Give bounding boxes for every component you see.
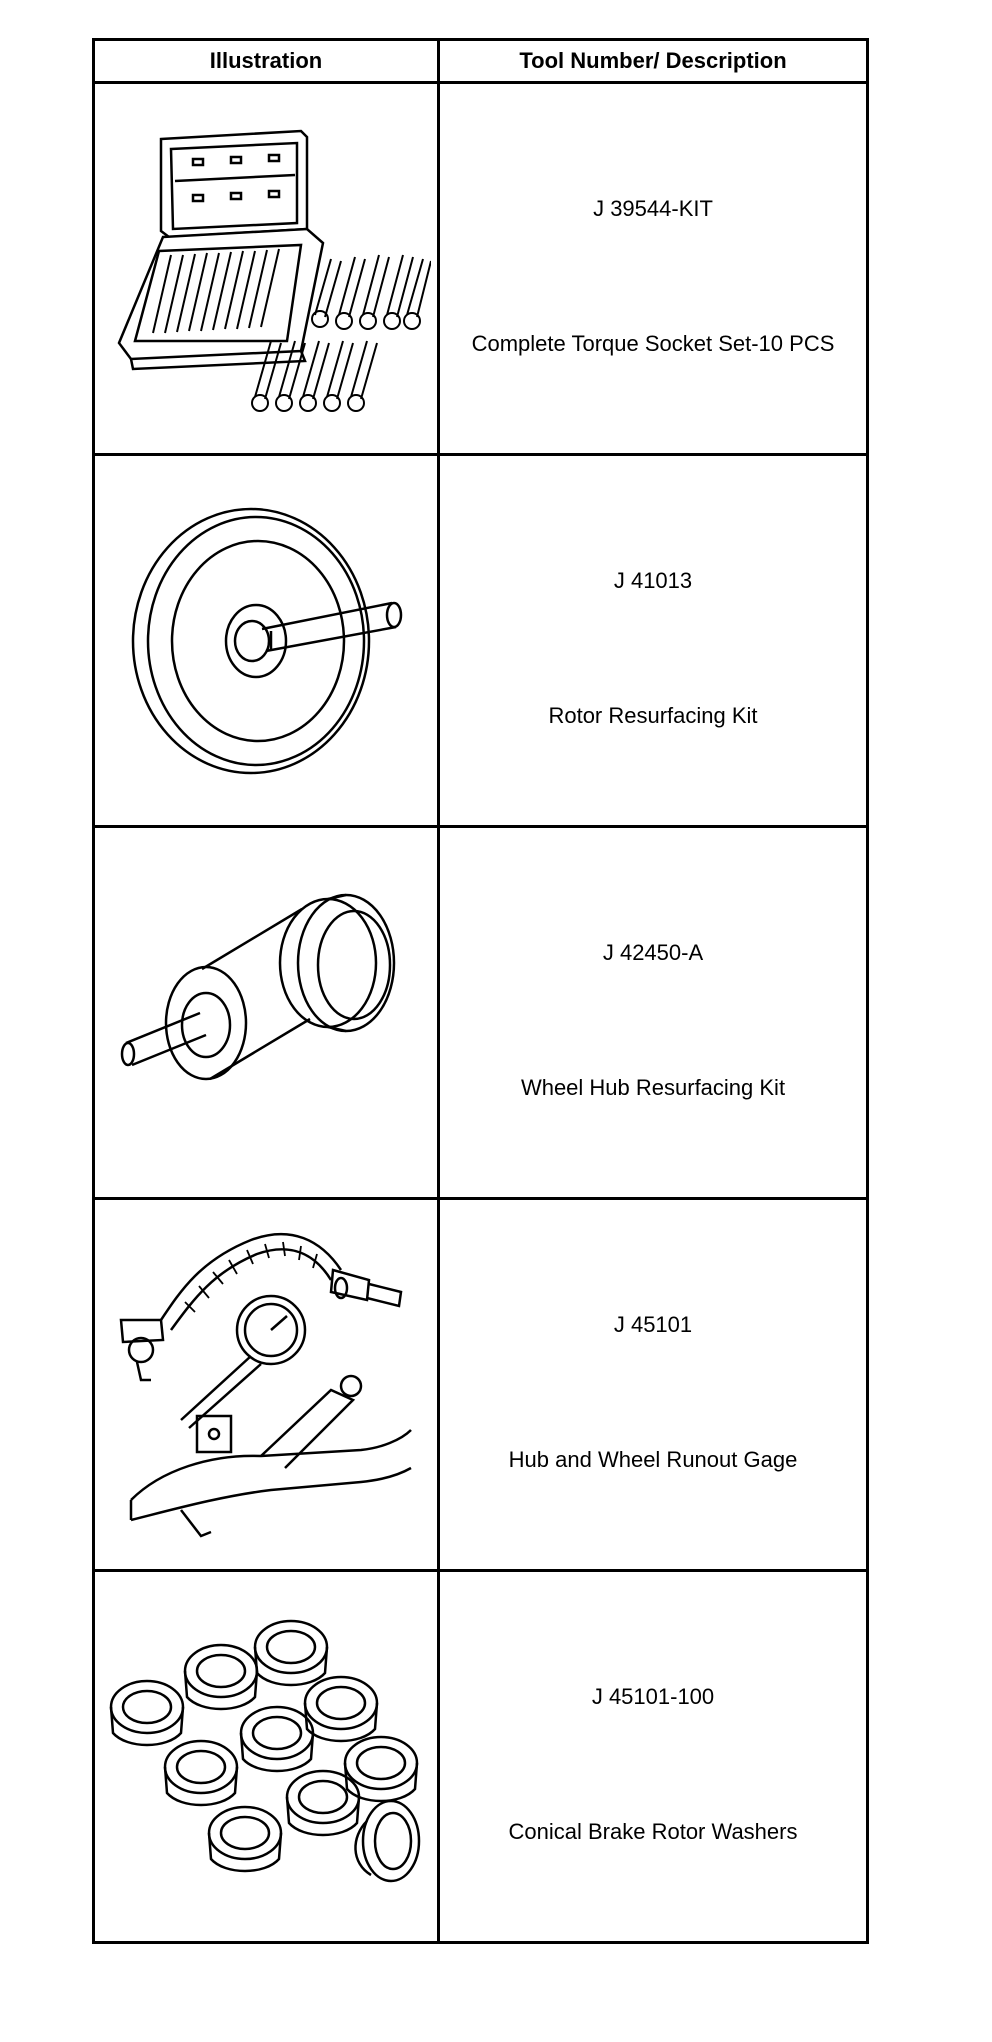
- tool-number: J 39544-KIT: [593, 196, 713, 221]
- illustration-cell: [92, 1197, 440, 1572]
- header-row: Illustration Tool Number/ Description: [92, 38, 869, 84]
- rotor-resurfacing-kit-icon: [131, 507, 403, 774]
- tool-description: Hub and Wheel Runout Gage: [508, 1447, 798, 1472]
- illustration-header: Illustration: [92, 38, 440, 84]
- tool-description-cell: J 41013 Rotor Resurfacing Kit: [437, 453, 869, 828]
- illustration-cell: [92, 1569, 440, 1944]
- tool-description: Conical Brake Rotor Washers: [508, 1819, 798, 1844]
- table-row: J 42450-A Wheel Hub Resurfacing Kit: [92, 825, 869, 1200]
- illustration-cell: [92, 453, 440, 828]
- table-row: J 41013 Rotor Resurfacing Kit: [92, 453, 869, 828]
- runout-gage-icon: [119, 1232, 412, 1538]
- illustration-cell: [92, 81, 440, 456]
- tool-number: J 45101: [613, 1312, 693, 1337]
- special-tools-table: Illustration Tool Number/ Description: [92, 38, 869, 1944]
- torque-socket-set-icon: [117, 129, 431, 412]
- table-row: J 45101 Hub and Wheel Runout Gage: [92, 1197, 869, 1572]
- table-row: J 45101-100 Conical Brake Rotor Washers: [92, 1569, 869, 1944]
- conical-washers-icon: [109, 1619, 421, 1882]
- tool-number: J 41013: [613, 568, 693, 593]
- wheel-hub-resurfacing-kit-icon: [120, 893, 396, 1080]
- tool-description-cell: J 45101-100 Conical Brake Rotor Washers: [437, 1569, 869, 1944]
- illustration-cell: [92, 825, 440, 1200]
- tool-description-header: Tool Number/ Description: [437, 38, 869, 84]
- tool-description: Wheel Hub Resurfacing Kit: [520, 1075, 786, 1100]
- tool-description: Complete Torque Socket Set-10 PCS: [471, 331, 835, 356]
- tool-description-cell: J 42450-A Wheel Hub Resurfacing Kit: [437, 825, 869, 1200]
- tool-description-cell: J 39544-KIT Complete Torque Socket Set-1…: [437, 81, 869, 456]
- tool-description: Rotor Resurfacing Kit: [548, 703, 758, 728]
- tool-number: J 45101-100: [591, 1684, 715, 1709]
- tool-description-cell: J 45101 Hub and Wheel Runout Gage: [437, 1197, 869, 1572]
- tool-number: J 42450-A: [602, 940, 704, 965]
- table-row: J 39544-KIT Complete Torque Socket Set-1…: [92, 81, 869, 456]
